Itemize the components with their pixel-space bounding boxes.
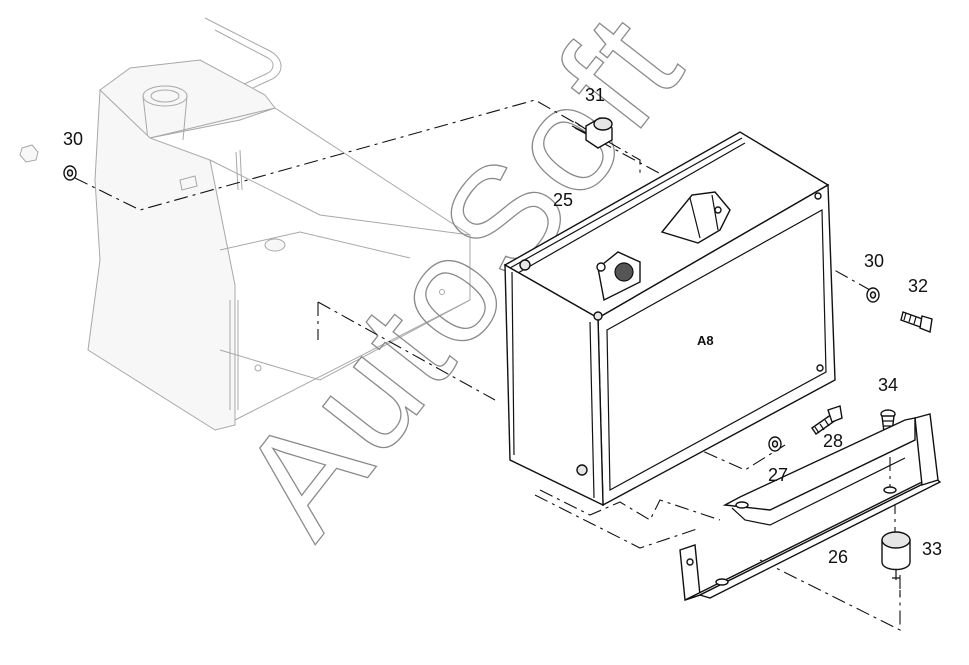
label-33: 33: [922, 539, 942, 559]
label-34: 34: [878, 375, 898, 395]
label-28: 28: [823, 431, 843, 451]
rubber-buffer-33: [881, 531, 911, 580]
label-31: 31: [585, 85, 605, 105]
nut-left: [19, 144, 77, 181]
washer-27: [768, 436, 782, 452]
bolt-28: [811, 405, 843, 435]
label-30-left: 30: [63, 129, 83, 149]
label-26: 26: [828, 547, 848, 567]
rubber-mount-31: [571, 117, 613, 149]
label-27: 27: [768, 465, 788, 485]
bolt-32: [900, 311, 933, 333]
label-25: 25: [553, 190, 573, 210]
label-30-right: 30: [864, 251, 884, 271]
module-box-a8: A8: [503, 131, 836, 507]
washer-right: [866, 287, 880, 303]
label-32: 32: [908, 276, 928, 296]
module-label: A8: [697, 333, 714, 348]
callout-labels: 30 31 25 30 32 34 28 27 26 33: [63, 85, 942, 567]
ghost-tank-housing: [87, 17, 471, 431]
mounting-bracket-26: [679, 413, 942, 601]
